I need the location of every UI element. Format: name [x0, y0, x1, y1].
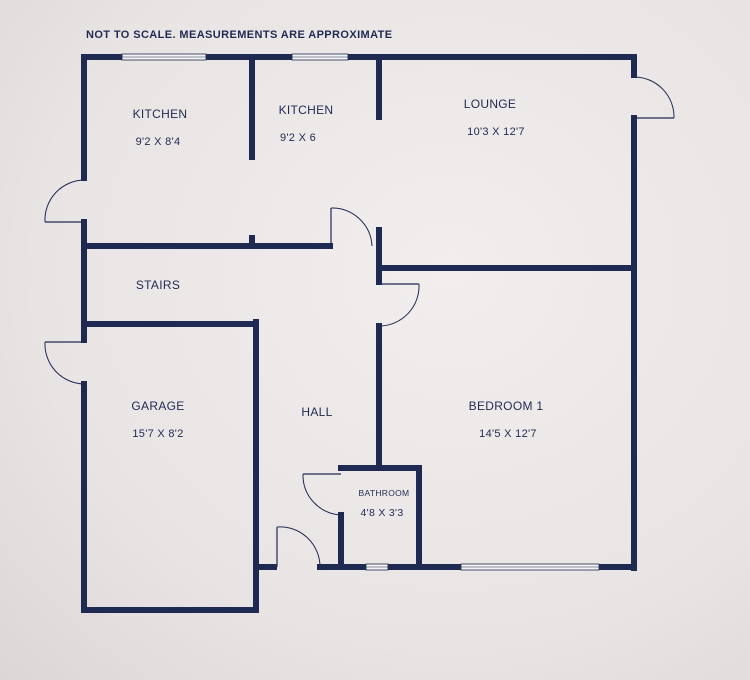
window-bedroom: [460, 563, 600, 571]
room-dims-bathroom: 4'8 X 3'3: [360, 507, 404, 519]
door-kitchen-external: [44, 179, 85, 223]
window-kitchen-1: [121, 53, 207, 61]
room-label-kitchen-1: KITCHEN: [132, 107, 188, 121]
door-lounge-external: [633, 76, 675, 119]
door-garage-external: [44, 341, 85, 385]
door-front: [276, 526, 321, 568]
room-dims-kitchen-2: 9'2 X 6: [279, 132, 317, 144]
room-label-stairs: STAIRS: [135, 278, 181, 292]
room-dims-lounge: 10'3 X 12'7: [467, 126, 525, 138]
room-label-garage: GARAGE: [131, 399, 185, 413]
room-label-hall: HALL: [301, 405, 333, 419]
door-bedroom: [378, 283, 420, 327]
room-label-bathroom: BATHROOM: [358, 488, 410, 498]
room-dims-kitchen-1: 9'2 X 8'4: [135, 136, 181, 148]
room-label-kitchen-2: KITCHEN: [278, 103, 334, 117]
door-kitchen-to-hall: [330, 207, 373, 247]
room-label-lounge: LOUNGE: [463, 97, 517, 111]
room-dims-garage: 15'7 X 8'2: [132, 428, 184, 440]
room-label-bedroom-1: BEDROOM 1: [468, 399, 544, 413]
door-bathroom: [302, 473, 342, 516]
room-dims-bedroom-1: 14'5 X 12'7: [479, 428, 537, 440]
window-kitchen-2: [291, 53, 349, 61]
window-bathroom: [365, 563, 389, 571]
windows: [121, 53, 600, 571]
doors: [44, 76, 675, 568]
disclaimer-note: NOT TO SCALE. MEASUREMENTS ARE APPROXIMA…: [86, 29, 393, 41]
